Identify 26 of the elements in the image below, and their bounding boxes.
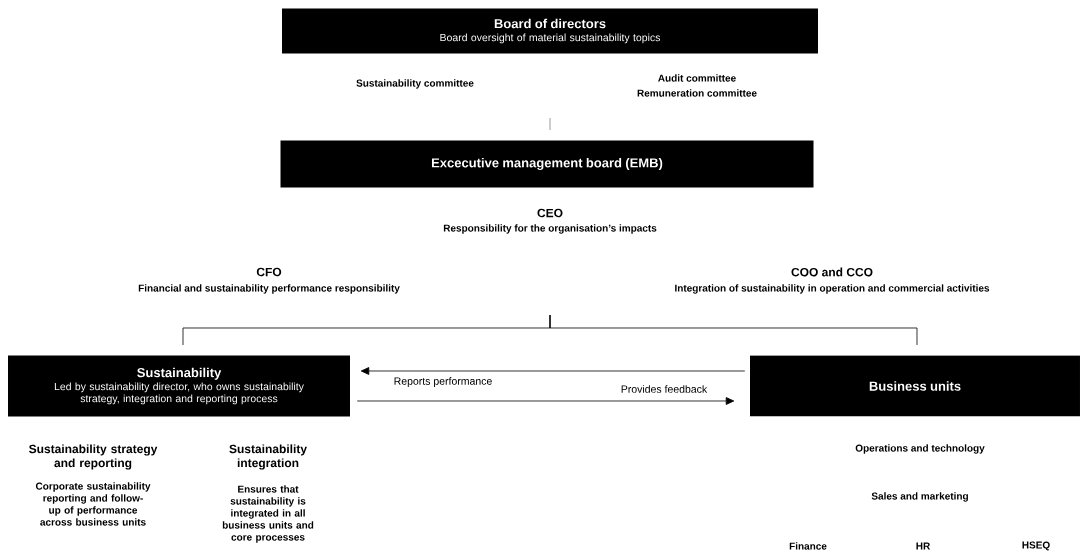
role-description: Responsibility for the organisation’s impacts (443, 224, 657, 234)
unit-label: Sales and marketing (871, 492, 968, 502)
committee-label: Sustainability committee (356, 79, 474, 89)
unit-label: Finance (789, 542, 827, 550)
committee-label: Audit committee (658, 74, 736, 82)
team-box: Sustainability Led by sustainability director, who owns sustainability strategy, integration and reporting process (8, 355, 350, 417)
committee-label: Remuneration committee (637, 89, 757, 97)
role-heading: COO and CCO (791, 267, 873, 277)
team-box: Business units (750, 355, 1080, 417)
edge-label: Provides feedback (619, 384, 709, 394)
arrow (360, 367, 746, 375)
function-heading: Sustainability integration (229, 444, 307, 470)
role-heading: CEO (537, 208, 563, 218)
function-description: Ensures that sustainability is integrated in all business units and core processes (222, 485, 314, 543)
unit-label: Operations and technology (855, 444, 985, 454)
unit-label: HR (916, 542, 930, 550)
board-box: Board of directors Board oversight of material sustainability topics (282, 8, 818, 54)
role-description: Integration of sustainability in operation and commercial activities (675, 284, 990, 294)
edge-label: Reports performance (392, 376, 494, 388)
function-description: Corporate sustainability reporting and follow-up of performance across business units (35, 482, 151, 526)
unit-label: HSEQ (1022, 541, 1050, 551)
board-box: Excecutive management board (EMB) (280, 140, 814, 188)
role-heading: CFO (256, 267, 282, 277)
arrow (356, 397, 735, 405)
function-heading: Sustainability strategy and reporting (29, 444, 158, 470)
role-description: Financial and sustainability performance responsibility (138, 284, 400, 294)
